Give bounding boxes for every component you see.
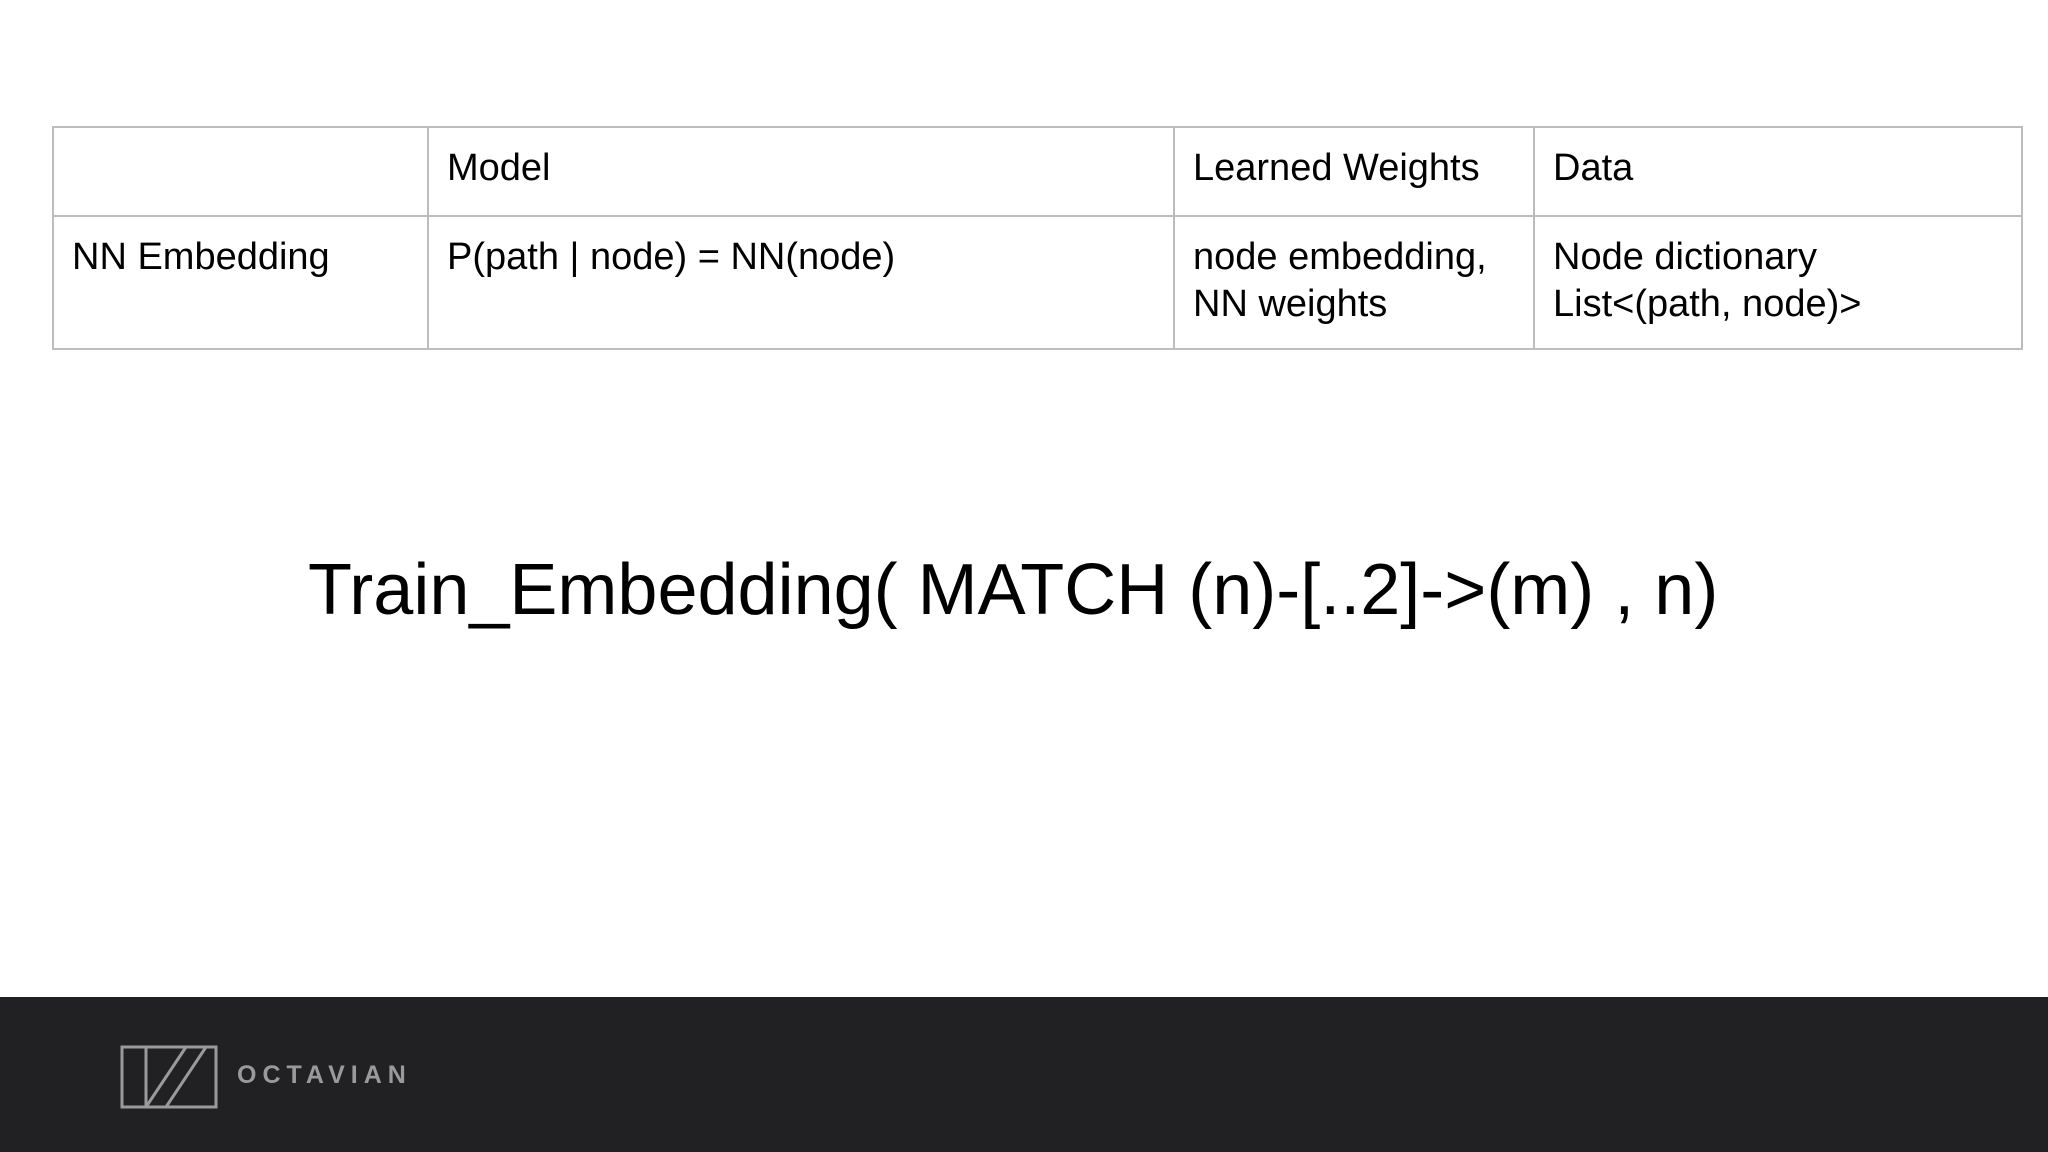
- comparison-table: Model Learned Weights Data NN Embedding …: [52, 126, 2023, 350]
- header-cell-data: Data: [1533, 126, 2023, 217]
- row-weights-cell: node embedding, NN weights: [1173, 215, 1535, 350]
- table-header-row: Model Learned Weights Data: [52, 126, 2023, 217]
- row-model-cell: P(path | node) = NN(node): [427, 215, 1175, 350]
- headline-query: Train_Embedding( MATCH (n)-[..2]->(m) , …: [308, 550, 1719, 630]
- weights-line-2: NN weights: [1193, 283, 1388, 325]
- header-cell-model: Model: [427, 126, 1175, 217]
- header-cell-learned-weights: Learned Weights: [1173, 126, 1535, 217]
- row-data-cell: Node dictionary List<(path, node)>: [1533, 215, 2023, 350]
- octavian-logo-icon: [120, 1045, 218, 1109]
- logo-text: OCTAVIAN: [237, 1061, 412, 1089]
- row-name-cell: NN Embedding: [52, 215, 429, 350]
- footer-bar: OCTAVIAN: [0, 997, 2048, 1152]
- header-cell-empty: [52, 126, 429, 217]
- weights-line-1: node embedding,: [1193, 236, 1487, 278]
- data-line-2: List<(path, node)>: [1553, 283, 1862, 325]
- data-line-1: Node dictionary: [1553, 236, 1818, 278]
- table-row: NN Embedding P(path | node) = NN(node) n…: [52, 215, 2023, 350]
